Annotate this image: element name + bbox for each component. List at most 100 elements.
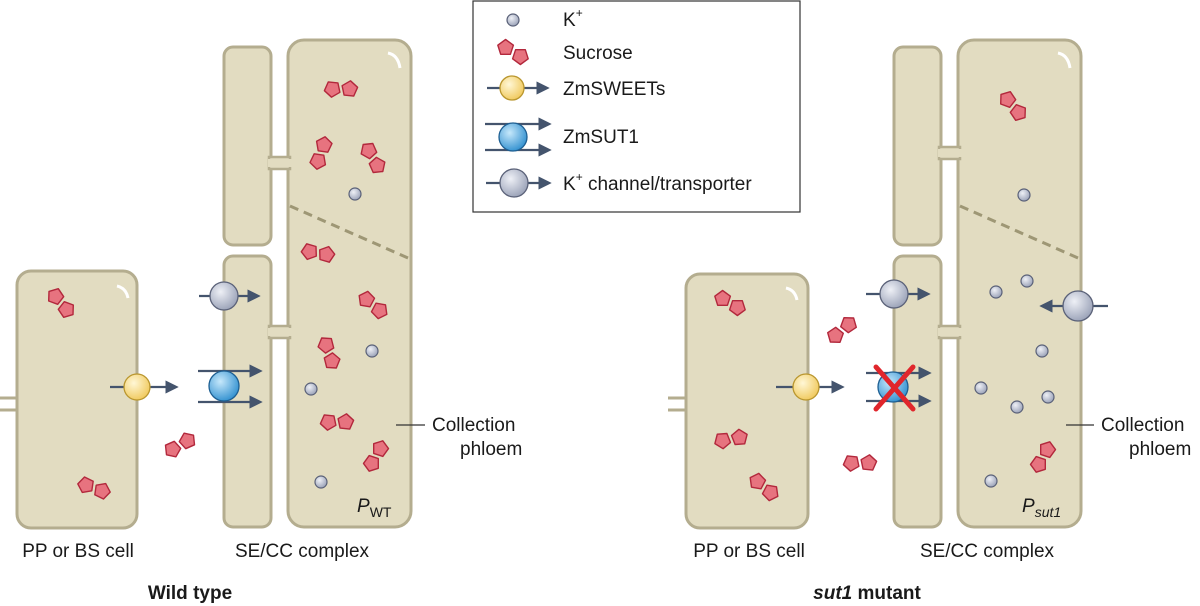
sucrose-ring bbox=[164, 440, 182, 458]
sucrose-molecule-icon bbox=[362, 440, 390, 472]
sucrose-molecule-icon bbox=[309, 136, 333, 170]
sucrose-ring bbox=[319, 414, 337, 431]
sucrose-ring bbox=[842, 455, 860, 472]
pressure-label: Psut1 bbox=[1022, 496, 1061, 520]
sucrose-ring bbox=[57, 301, 75, 318]
sucrose-ring bbox=[178, 432, 196, 450]
sucrose-ring bbox=[319, 245, 336, 263]
sucrose-ring bbox=[323, 352, 341, 369]
k-channel-icon bbox=[199, 281, 261, 311]
legend-sut1-icon bbox=[485, 117, 552, 157]
sweet-transporter-icon bbox=[776, 373, 845, 401]
phloem-label: phloem bbox=[460, 439, 522, 460]
sucrose-ring bbox=[1029, 455, 1047, 473]
sucrose-ring bbox=[827, 326, 844, 343]
sucrose-ring bbox=[362, 454, 379, 472]
sucrose-ring bbox=[728, 300, 746, 317]
cell-right-label: SE/CC complex bbox=[920, 541, 1055, 562]
pp-bs-cell bbox=[684, 272, 810, 530]
blocked-cross-icon bbox=[873, 364, 916, 412]
legend-sucrose-icon bbox=[497, 38, 529, 66]
sucrose-molecule-icon bbox=[1000, 90, 1027, 122]
k-ion-icon bbox=[1035, 344, 1049, 358]
legend-k-channel-label: K+ channel/transporter bbox=[563, 170, 752, 195]
sucrose-molecule-icon bbox=[714, 289, 746, 317]
k-channel-inward-icon bbox=[1039, 290, 1108, 322]
sweet-transporter-icon bbox=[110, 373, 179, 401]
sucrose-molecule-icon bbox=[827, 317, 857, 343]
sucrose-molecule-icon bbox=[323, 80, 359, 98]
sucrose-molecule-icon bbox=[319, 413, 355, 431]
legend-sucrose-label: Sucrose bbox=[563, 43, 633, 64]
cell-left-label: PP or BS cell bbox=[693, 541, 805, 562]
sucrose-molecule-icon bbox=[358, 290, 388, 320]
sieve-plate-line bbox=[959, 204, 1079, 260]
sucrose-ring bbox=[1000, 90, 1017, 109]
phloem-label: phloem bbox=[1129, 439, 1191, 460]
k-ion-icon bbox=[1041, 390, 1055, 404]
sucrose-ring bbox=[714, 432, 732, 450]
sucrose-ring bbox=[341, 80, 359, 97]
sieve-plate-line bbox=[289, 204, 409, 260]
sucrose-molecule-icon bbox=[360, 142, 386, 174]
k-ion-icon bbox=[1020, 274, 1034, 288]
sucrose-molecule-icon bbox=[300, 243, 336, 263]
sucrose-ring bbox=[511, 49, 529, 66]
sucrose-ring bbox=[48, 288, 65, 305]
sucrose-ring bbox=[373, 440, 390, 458]
legend-sweet-icon bbox=[487, 75, 550, 101]
sucrose-ring bbox=[300, 243, 317, 261]
collection-label: Collection bbox=[432, 415, 515, 436]
k-ion-icon bbox=[365, 344, 379, 358]
cell-highlight bbox=[116, 284, 130, 299]
sucrose-ring bbox=[368, 156, 386, 174]
sucrose-molecule-icon bbox=[749, 472, 779, 502]
sucrose-ring bbox=[309, 153, 327, 170]
sucrose-ring bbox=[730, 428, 748, 446]
sucrose-ring bbox=[1009, 103, 1027, 122]
collection-phloem-cell bbox=[956, 38, 1083, 529]
sucrose-ring bbox=[370, 302, 388, 320]
k-ion-icon bbox=[984, 474, 998, 488]
sucrose-molecule-icon bbox=[317, 337, 341, 369]
sucrose-ring bbox=[317, 337, 335, 354]
sucrose-ring bbox=[761, 484, 779, 502]
k-channel-icon bbox=[866, 279, 931, 309]
pp-bs-cell bbox=[15, 269, 139, 530]
se-upper-cell bbox=[222, 45, 273, 247]
cell-left-label: PP or BS cell bbox=[22, 541, 134, 562]
collection-phloem-cell bbox=[286, 38, 413, 529]
sucrose-ring bbox=[840, 317, 857, 334]
sucrose-molecule-icon bbox=[842, 454, 878, 472]
legend-k-ion-icon bbox=[506, 13, 520, 27]
sucrose-ring bbox=[77, 476, 94, 494]
collection-label: Collection bbox=[1101, 415, 1184, 436]
legend-box bbox=[472, 0, 801, 213]
sucrose-ring bbox=[315, 136, 333, 153]
sucrose-molecule-icon bbox=[714, 428, 748, 450]
k-ion-icon bbox=[348, 187, 362, 201]
panel-title: sut1 mutant bbox=[813, 583, 921, 604]
sucrose-ring bbox=[749, 472, 767, 490]
se-upper-cell bbox=[892, 45, 943, 247]
cell-highlight bbox=[387, 51, 402, 69]
sut1-transporter-icon bbox=[198, 364, 263, 409]
legend-k-channel-icon bbox=[486, 168, 552, 198]
sucrose-ring bbox=[360, 142, 378, 160]
sucrose-ring bbox=[358, 290, 376, 308]
k-ion-icon bbox=[314, 475, 328, 489]
k-ion-icon bbox=[304, 382, 318, 396]
k-ion-icon bbox=[989, 285, 1003, 299]
legend-sut1-label: ZmSUT1 bbox=[563, 127, 639, 148]
k-ion-icon bbox=[1017, 188, 1031, 202]
sucrose-ring bbox=[497, 38, 515, 55]
cell-right-label: SE/CC complex bbox=[235, 541, 370, 562]
sucrose-ring bbox=[337, 413, 355, 430]
panel-title: Wild type bbox=[148, 583, 232, 604]
sucrose-molecule-icon bbox=[164, 432, 196, 458]
k-ion-icon bbox=[1010, 400, 1024, 414]
sucrose-molecule-icon bbox=[77, 476, 111, 500]
sucrose-molecule-icon bbox=[48, 288, 75, 318]
sucrose-ring bbox=[1039, 441, 1057, 459]
sucrose-ring bbox=[714, 289, 732, 306]
